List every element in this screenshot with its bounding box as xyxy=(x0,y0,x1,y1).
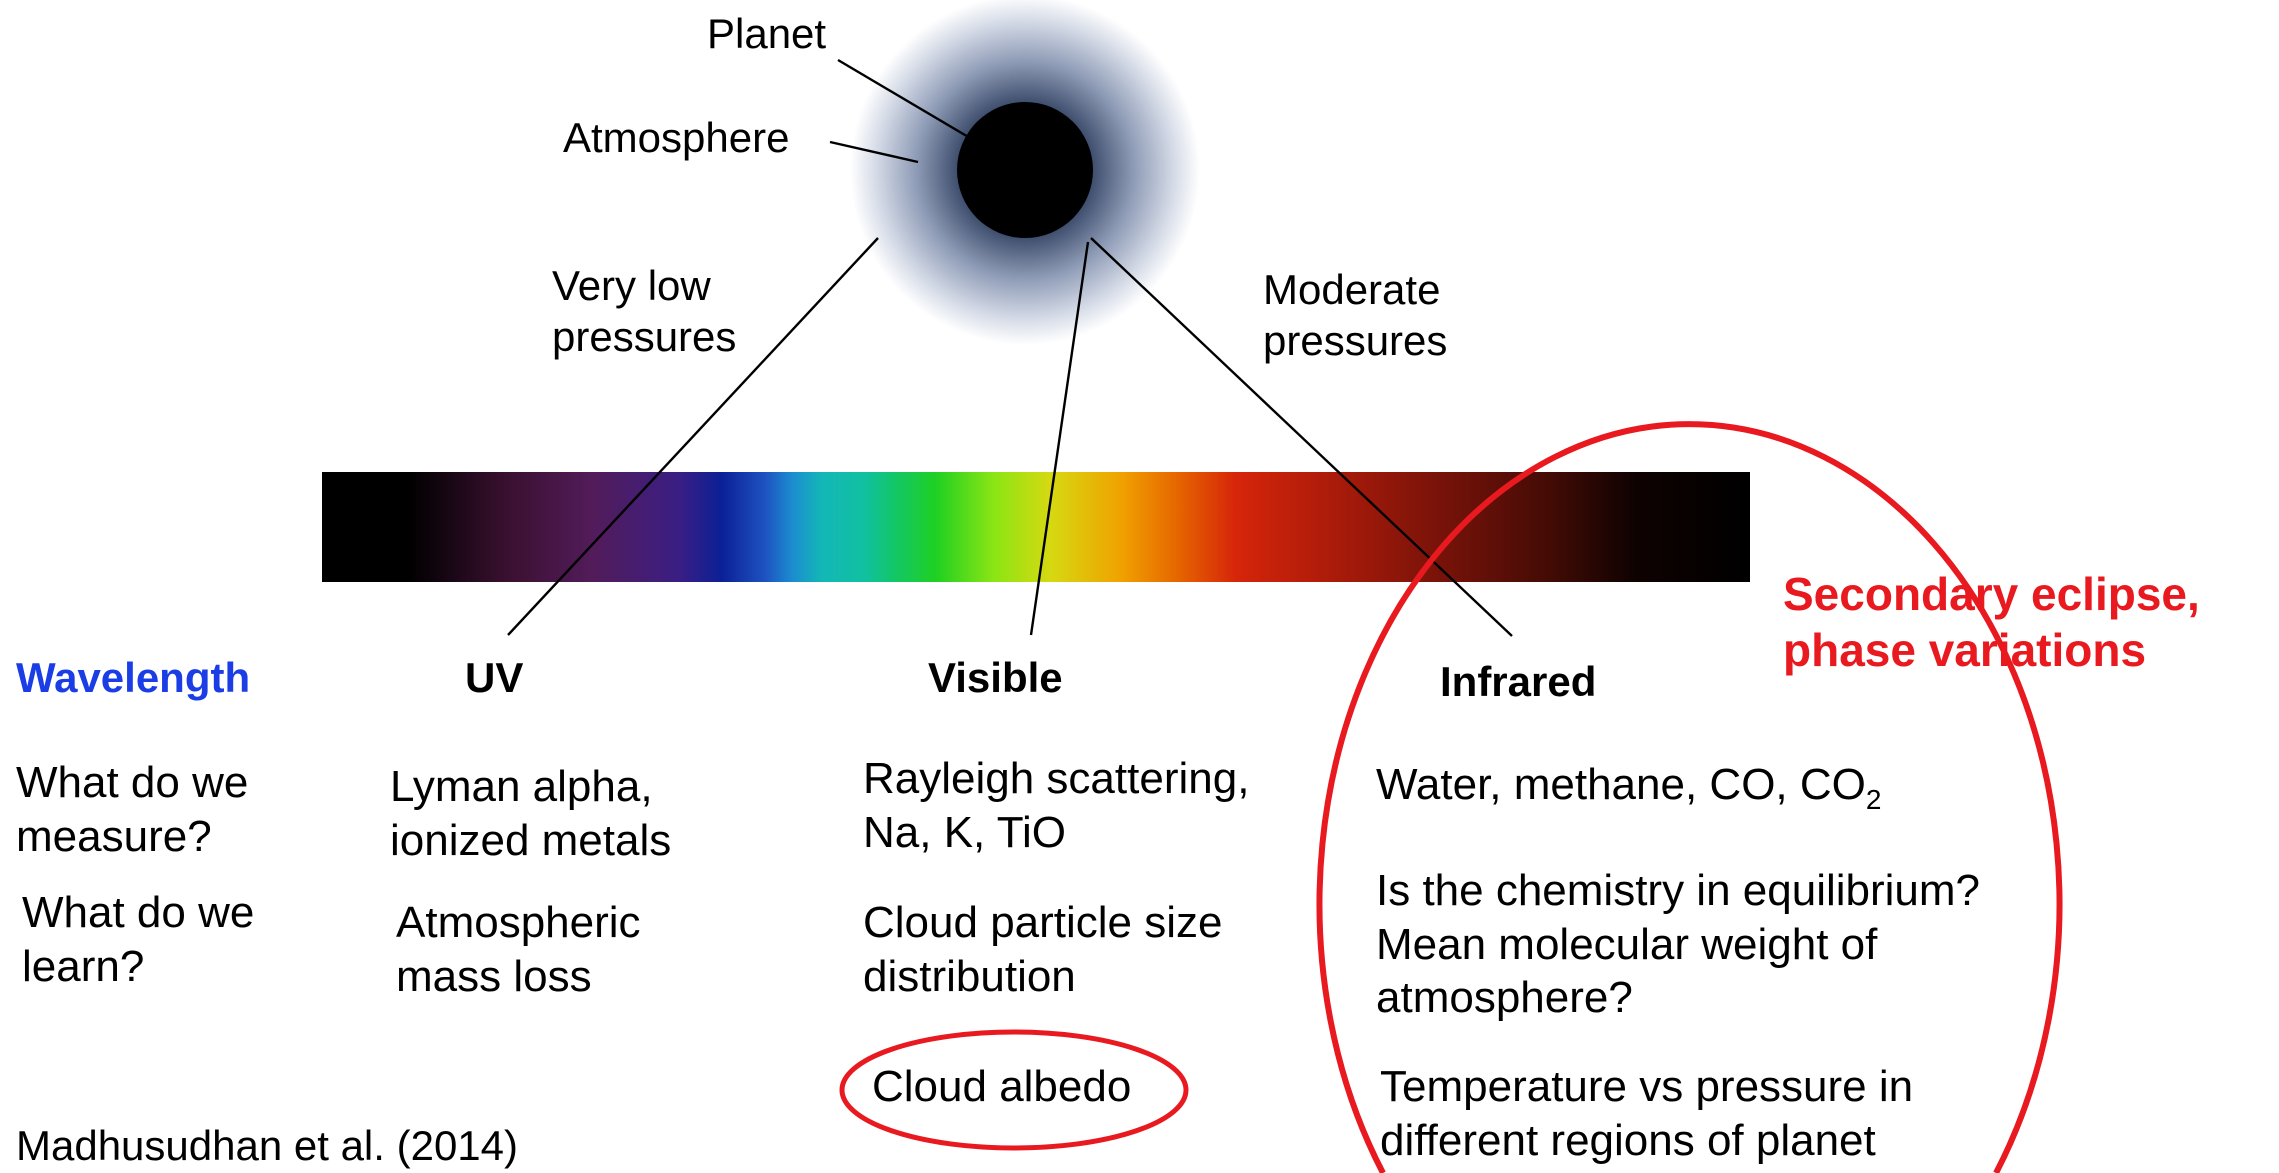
citation: Madhusudhan et al. (2014) xyxy=(16,1122,519,1169)
infrared-measure-main: Water, methane, CO, CO xyxy=(1376,760,1866,809)
uv-link-line xyxy=(507,237,879,636)
infrared-highlight-line-2: different regions of planet xyxy=(1380,1115,1876,1165)
callout-line-1: Secondary eclipse, xyxy=(1783,568,2200,620)
uv-learn-line-1: Atmospheric xyxy=(396,898,641,947)
callout-line-2: phase variations xyxy=(1783,624,2147,677)
co2-subscript: 2 xyxy=(1865,784,1882,815)
infrared-learn-line-2: Mean molecular weight of xyxy=(1376,919,1878,969)
visible-learn-line-2: distribution xyxy=(863,951,1076,1001)
uv-measure-text: Lyman alpha, ionized metals xyxy=(390,760,671,867)
band-visible-heading: Visible xyxy=(928,654,1063,701)
visible-measure-text: Rayleigh scattering, Na, K, TiO xyxy=(863,752,1249,859)
infrared-highlight-line-1: Temperature vs pressure in xyxy=(1380,1062,1914,1111)
planet-label: Planet xyxy=(707,10,827,57)
planet-pointer-line xyxy=(837,58,971,140)
visible-link-line xyxy=(1029,241,1090,636)
planet-disk xyxy=(957,102,1093,238)
wavelength-heading: Wavelength xyxy=(16,654,251,701)
visible-measure-line-1: Rayleigh scattering, xyxy=(863,754,1250,803)
measure-question: What do we measure? xyxy=(16,756,248,863)
atmosphere-pointer-line xyxy=(829,140,919,164)
uv-learn-text: Atmospheric mass loss xyxy=(396,896,641,1003)
cloud-albedo-text: Cloud albedo xyxy=(872,1062,1132,1111)
band-infrared-heading: Infrared xyxy=(1440,658,1597,705)
secondary-eclipse-callout: Secondary eclipse, phase variations xyxy=(1783,566,2200,678)
moderate-pressure-label: Moderate pressures xyxy=(1263,264,1447,366)
infrared-ellipse xyxy=(1316,421,2063,1173)
infrared-learn-line-1: Is the chemistry in equilibrium? xyxy=(1376,866,1981,915)
visible-learn-text: Cloud particle size distribution xyxy=(863,896,1223,1003)
learn-question-line-2: learn? xyxy=(22,941,145,991)
infrared-measure-text: Water, methane, CO, CO2 xyxy=(1376,758,1881,817)
low-pressure-label: Very low pressures xyxy=(552,260,736,362)
measure-question-line-1: What do we xyxy=(16,758,249,807)
uv-measure-line-1: Lyman alpha, xyxy=(390,762,653,811)
infrared-link-line xyxy=(1090,237,1513,637)
cloud-albedo-ellipse xyxy=(839,1029,1189,1151)
uv-learn-line-2: mass loss xyxy=(396,951,592,1001)
moderate-pressure-line-1: Moderate xyxy=(1263,266,1441,313)
infrared-learn-text: Is the chemistry in equilibrium? Mean mo… xyxy=(1376,864,1980,1025)
moderate-pressure-line-2: pressures xyxy=(1263,317,1448,365)
visible-measure-line-2: Na, K, TiO xyxy=(863,807,1066,857)
infrared-highlight-text: Temperature vs pressure in different reg… xyxy=(1380,1060,1913,1167)
visible-learn-line-1: Cloud particle size xyxy=(863,898,1223,947)
infrared-learn-line-3: atmosphere? xyxy=(1376,973,1633,1023)
low-pressure-line-2: pressures xyxy=(552,313,737,361)
band-uv-heading: UV xyxy=(465,654,524,701)
learn-question-line-1: What do we xyxy=(22,888,255,937)
atmosphere-label: Atmosphere xyxy=(563,114,790,161)
uv-measure-line-2: ionized metals xyxy=(390,815,672,865)
low-pressure-line-1: Very low xyxy=(552,262,711,309)
measure-question-line-2: measure? xyxy=(16,811,212,861)
learn-question: What do we learn? xyxy=(22,886,254,993)
spectrum-bar xyxy=(322,472,1750,582)
